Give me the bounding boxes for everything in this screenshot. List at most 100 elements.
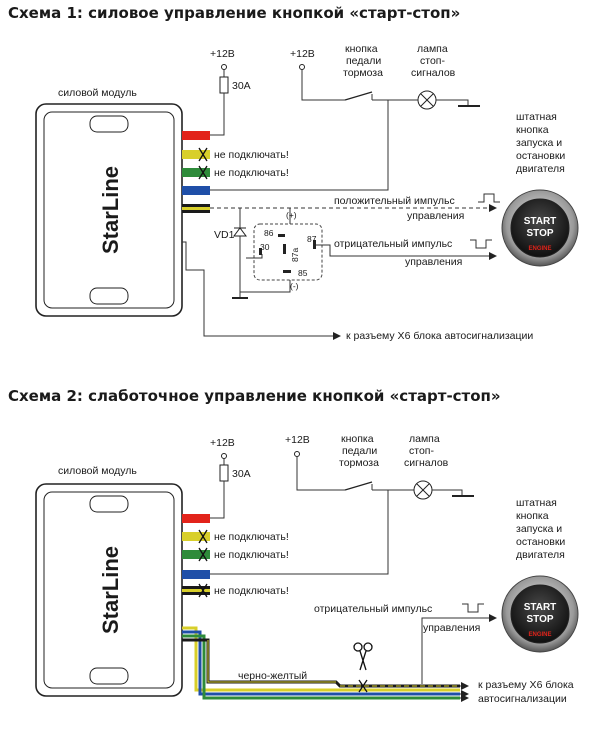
wire-red-2	[182, 514, 210, 523]
diode-label: VD1	[214, 229, 235, 241]
svg-text:(-): (-)	[290, 281, 299, 291]
brand-logo-2: StarLine	[98, 546, 123, 634]
scheme-2-title: Схема 2: слаботочное управление кнопкой …	[8, 387, 501, 405]
svg-text:остановки: остановки	[516, 150, 565, 162]
scheme-1-title: Схема 1: силовое управление кнопкой «ста…	[8, 4, 460, 22]
svg-text:тормоза: тормоза	[343, 67, 383, 79]
not-connect-green: не подключать!	[214, 167, 289, 179]
diode-icon	[233, 227, 247, 237]
scissors-icon	[353, 642, 373, 671]
negative-pulse-label: отрицательный импульс	[334, 238, 452, 250]
cut-mark-bundle-icon	[358, 679, 368, 693]
svg-text:START: START	[524, 216, 557, 227]
cut-mark-icon	[198, 147, 208, 180]
plus12-label-a: +12В	[210, 48, 235, 60]
mount-slot-top	[89, 115, 129, 133]
x6-label: к разъему Х6 блока автосигнализации	[346, 330, 533, 342]
svg-text:кнопка: кнопка	[516, 124, 549, 136]
pulse-negative-icon	[470, 239, 492, 249]
svg-text:STOP: STOP	[526, 228, 553, 239]
module-label: силовой модуль	[58, 87, 137, 99]
wire-yellow-2	[182, 532, 210, 541]
plus12-label-2a: +12В	[210, 437, 235, 449]
pulse-negative-icon-2	[462, 603, 484, 613]
svg-text:сигналов: сигналов	[404, 457, 449, 469]
module-label-2: силовой модуль	[58, 465, 137, 477]
cut-mark-icon-2	[198, 529, 208, 598]
svg-text:кнопка: кнопка	[341, 433, 374, 445]
svg-text:START: START	[524, 602, 557, 613]
svg-text:автосигнализации: автосигнализации	[478, 693, 567, 705]
svg-text:кнопка: кнопка	[345, 43, 378, 55]
svg-text:сигналов: сигналов	[411, 67, 456, 79]
not-connect-yellow-2: не подключать!	[214, 531, 289, 543]
brake-lamp-label: лампа стоп- сигналов	[411, 43, 456, 79]
svg-text:управления: управления	[423, 622, 480, 634]
mount-slot-bottom	[89, 287, 129, 305]
svg-text:штатная: штатная	[516, 497, 557, 509]
positive-pulse-label: положительный импульс	[334, 195, 455, 207]
svg-text:лампа: лампа	[409, 433, 440, 445]
not-connect-yellow: не подключать!	[214, 149, 289, 161]
svg-text:86: 86	[264, 228, 274, 238]
wire-yellow	[182, 150, 210, 159]
svg-text:педали: педали	[342, 445, 377, 457]
svg-text:ENGINE: ENGINE	[528, 632, 551, 638]
scheme-2: Схема 2: слаботочное управление кнопкой …	[8, 387, 579, 705]
plus12-label-b: +12В	[290, 48, 315, 60]
start-stop-button-1[interactable]: START STOP ENGINE	[501, 189, 579, 267]
svg-text:30: 30	[260, 242, 270, 252]
fuse-label-2: 30А	[232, 468, 251, 480]
svg-text:тормоза: тормоза	[339, 457, 379, 469]
start-stop-button-2[interactable]: START STOP ENGINE	[501, 575, 579, 653]
power-module-inner	[43, 111, 175, 309]
svg-text:запуска и: запуска и	[516, 523, 562, 535]
svg-text:87a: 87a	[290, 248, 300, 262]
svg-text:STOP: STOP	[526, 614, 553, 625]
engine-button-label: штатная кнопка запуска и остановки двига…	[516, 111, 565, 175]
svg-text:запуска и: запуска и	[516, 137, 562, 149]
brake-switch	[344, 91, 373, 101]
svg-text:двигателя: двигателя	[516, 163, 565, 175]
svg-text:кнопка: кнопка	[516, 510, 549, 522]
svg-text:двигателя: двигателя	[516, 549, 565, 561]
brand-logo: StarLine	[98, 166, 123, 254]
negative-pulse-label-2: отрицательный импульс	[314, 603, 432, 615]
wire-blue-2	[182, 570, 210, 579]
wire-bundle	[182, 626, 460, 700]
svg-text:85: 85	[298, 268, 308, 278]
fuse-label: 30А	[232, 80, 251, 92]
pulse-positive-icon	[478, 193, 500, 203]
svg-text:штатная: штатная	[516, 111, 557, 123]
scheme-1: Схема 1: силовое управление кнопкой «ста…	[8, 4, 579, 342]
svg-text:ENGINE: ENGINE	[528, 246, 551, 252]
not-connect-black-2: не подключать!	[214, 585, 289, 597]
fuse	[219, 76, 229, 94]
wire-green	[182, 168, 210, 177]
fuse-2	[219, 464, 229, 482]
engine-button-label-2: штатная кнопка запуска и остановки двига…	[516, 497, 565, 561]
svg-text:лампа: лампа	[417, 43, 448, 55]
black-yellow-wire-label: черно-желтый	[238, 670, 307, 682]
brake-lamp-label-2: лампа стоп- сигналов	[404, 433, 449, 469]
wire-green-2	[182, 550, 210, 559]
relay-pin-labels: (+) 86 30 87 87a 85 (-)	[260, 210, 317, 291]
svg-text:педали: педали	[346, 55, 381, 67]
svg-text:управления: управления	[405, 256, 462, 268]
svg-text:управления: управления	[407, 210, 464, 222]
svg-text:(+): (+)	[286, 210, 297, 220]
x6-label-2: к разъему Х6 блока	[478, 679, 574, 691]
brake-button-label-2: кнопка педали тормоза	[339, 433, 379, 469]
not-connect-green-2: не подключать!	[214, 549, 289, 561]
brake-button-label: кнопка педали тормоза	[343, 43, 383, 79]
plus12-label-2b: +12В	[285, 434, 310, 446]
svg-text:остановки: остановки	[516, 536, 565, 548]
wire-blue	[182, 186, 210, 195]
brake-switch-2	[344, 481, 373, 491]
svg-text:87: 87	[307, 234, 317, 244]
svg-text:стоп-: стоп-	[409, 445, 434, 457]
relay	[253, 223, 323, 281]
wire-red	[182, 131, 210, 140]
svg-text:стоп-: стоп-	[420, 55, 445, 67]
